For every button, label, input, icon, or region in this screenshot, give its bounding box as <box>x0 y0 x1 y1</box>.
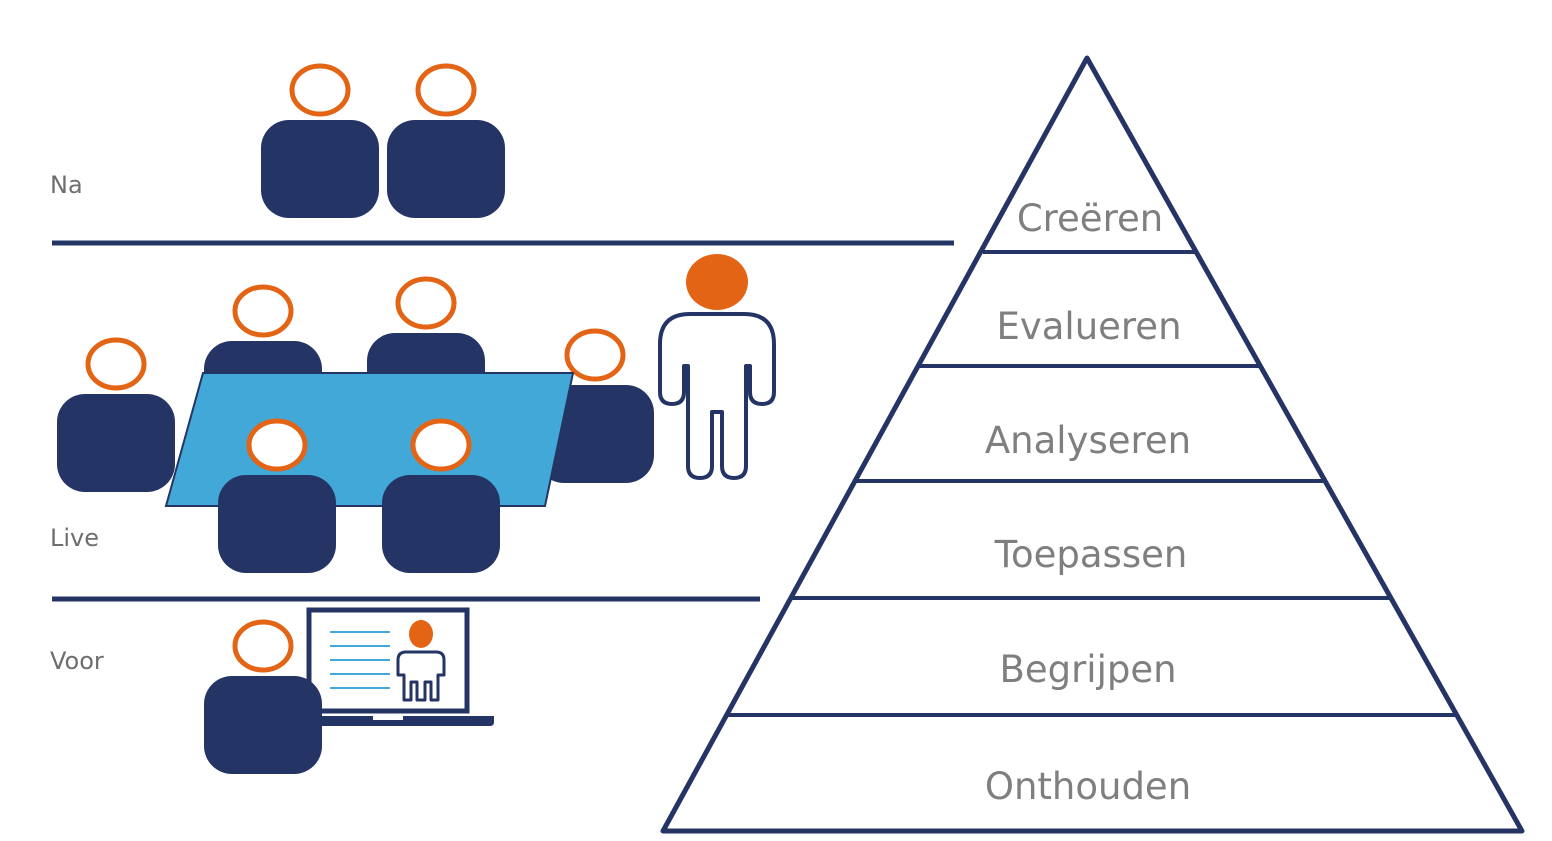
pyramid-level-label: Creëren <box>1017 197 1163 240</box>
after-group <box>261 66 505 218</box>
presenter-icon <box>658 254 776 480</box>
pyramid: Creëren Evalueren Analyseren Toepassen B… <box>660 55 1525 834</box>
phase-label-after: Na <box>50 171 83 199</box>
pyramid-level-label: Onthouden <box>985 765 1191 808</box>
pyramid-level-label: Analyseren <box>985 419 1191 462</box>
before-group <box>204 607 494 774</box>
phase-label-before: Voor <box>50 647 104 675</box>
person-icon <box>204 622 322 774</box>
person-icon <box>261 66 379 218</box>
person-icon <box>57 340 175 492</box>
pyramid-level-label: Evalueren <box>996 305 1181 348</box>
table-icon <box>164 372 575 507</box>
phase-label-live: Live <box>50 524 99 552</box>
live-group <box>57 254 776 573</box>
pyramid-level-label: Toepassen <box>994 533 1188 576</box>
pyramid-level-label: Begrijpen <box>999 648 1176 691</box>
person-icon <box>387 66 505 218</box>
laptop-icon <box>300 607 494 726</box>
pyramid-outline <box>660 55 1525 834</box>
